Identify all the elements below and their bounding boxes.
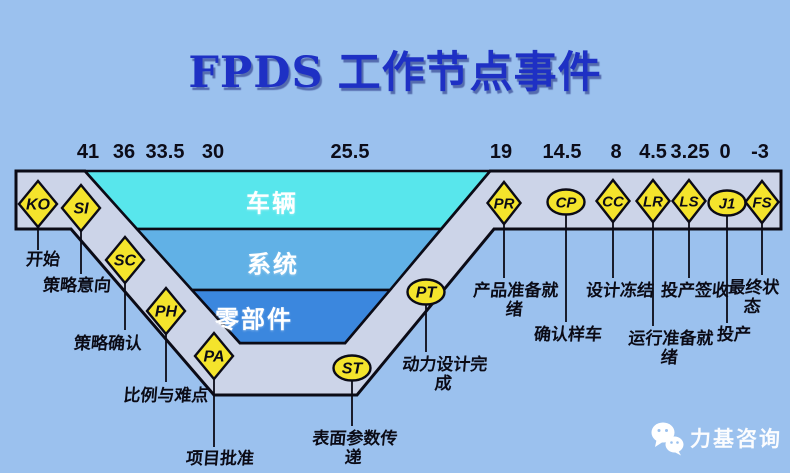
timeline-week-4.5: 4.5 [639,141,667,163]
milestone-SC-label-line: 策略确认 [73,334,143,353]
milestone-SC-label: 策略确认 [73,334,143,353]
milestone-PH-code: PH [155,304,178,321]
milestone-PR-label: 产品准备就绪 [471,281,560,319]
milestone-LS-label: 投产签收 [660,281,730,300]
milestone-PA-label-line: 项目批准 [185,449,255,468]
layer-label-system: 系统 [247,251,299,279]
milestone-KO-marker [17,179,59,229]
milestone-FS-label: 最终状态 [726,278,781,316]
milestone-CC-marker [594,178,632,224]
timeline-week-36: 36 [112,141,136,163]
milestone-PA-code: PA [203,349,224,366]
milestone-PR-marker [485,180,523,226]
milestone-CP-marker [546,188,586,216]
milestone-CC-label-line: 设计冻结 [585,281,655,300]
milestone-LR-code: LR [643,194,663,211]
milestone-PT-marker [406,278,446,306]
milestone-ST-label-line: 表面参数传 [311,429,399,448]
timeline-week--3: -3 [751,141,769,163]
timeline-week-8: 8 [610,141,622,163]
milestone-CP-code: CP [556,195,578,212]
milestone-CP-label-line: 确认样车 [533,325,603,344]
milestone-SI-marker [60,183,102,233]
milestone-FS-marker [743,179,781,225]
milestone-PT-label-line: 成 [433,374,453,393]
milestone-CP-label: 确认样车 [533,325,603,344]
timeline-week-14.5: 14.5 [542,141,582,163]
page-title-prefix: FPDS [188,48,324,98]
milestone-KO-label: 开始 [25,250,61,269]
milestone-SI-code: SI [73,201,89,218]
timeline-week-3.25: 3.25 [670,141,710,163]
milestone-FS-label-line: 态 [742,297,762,316]
milestone-LS-label-line: 投产签收 [660,281,730,300]
milestone-LR-label-line: 绪 [659,348,679,367]
timeline-week-30: 30 [201,141,225,163]
milestone-LR-marker [634,178,672,224]
timeline-week-33.5: 33.5 [145,141,185,163]
page-title: FPDS 工作节点事件 [0,38,790,100]
milestone-SI-label-line: 策略意向 [42,276,112,295]
watermark-text: 力基咨询 [690,428,782,451]
milestone-J1-label: 投产 [716,325,752,344]
layer-label-vehicle: 车辆 [246,190,298,218]
milestone-SI-label: 策略意向 [42,276,112,295]
wechat-icon [651,422,684,456]
layer-parts-shape [189,288,393,345]
milestone-PT-code: PT [416,285,438,302]
watermark: 力基咨询 [650,420,782,456]
timeline-week-19: 19 [489,141,513,163]
milestone-J1-code: J1 [719,196,736,213]
milestone-ST-label: 表面参数传递 [310,429,399,467]
milestone-FS-label-line: 最终状 [727,278,781,297]
milestone-LS-marker [670,178,708,224]
milestone-LR-label: 运行准备就绪 [626,329,715,367]
milestone-ST-marker [332,354,372,382]
milestone-SC-code: SC [114,253,137,270]
milestone-ST-label-line: 递 [343,448,363,467]
milestone-markers: KO SI SC PH PA ST PT PR CP CC LR LS J1 FS [17,178,781,382]
layer-label-parts: 零部件 [215,306,293,334]
milestone-CC-code: CC [602,194,625,211]
milestone-FS-code: FS [752,195,771,212]
milestone-J1-label-line: 投产 [716,325,752,344]
milestone-CC-label: 设计冻结 [585,281,655,300]
milestone-LS-code: LS [679,194,698,211]
milestone-PR-label-line: 产品准备就 [472,281,560,300]
timeline-week-25.5: 25.5 [330,141,370,163]
milestone-PH-marker [145,286,187,336]
timeline-week-0: 0 [719,141,731,163]
milestone-SC-marker [104,235,146,285]
page-title-suffix: 工作节点事件 [337,49,602,97]
milestone-PH-label: 比例与难点 [123,386,210,405]
milestone-PR-label-line: 绪 [504,300,524,319]
milestone-KO-label-line: 开始 [25,250,61,269]
milestone-PA-marker [193,331,235,381]
milestone-KO-code: KO [26,197,51,214]
milestone-PT-label-line: 动力设计完 [401,355,489,374]
timeline-week-41: 41 [76,141,100,163]
milestone-LR-label-line: 运行准备就 [627,329,715,348]
milestone-PH-label-line: 比例与难点 [122,386,210,405]
milestone-PA-label: 项目批准 [185,449,255,468]
milestone-PT-label: 动力设计完成 [400,355,489,393]
milestone-ST-code: ST [342,361,364,378]
milestone-PR-code: PR [494,196,515,213]
